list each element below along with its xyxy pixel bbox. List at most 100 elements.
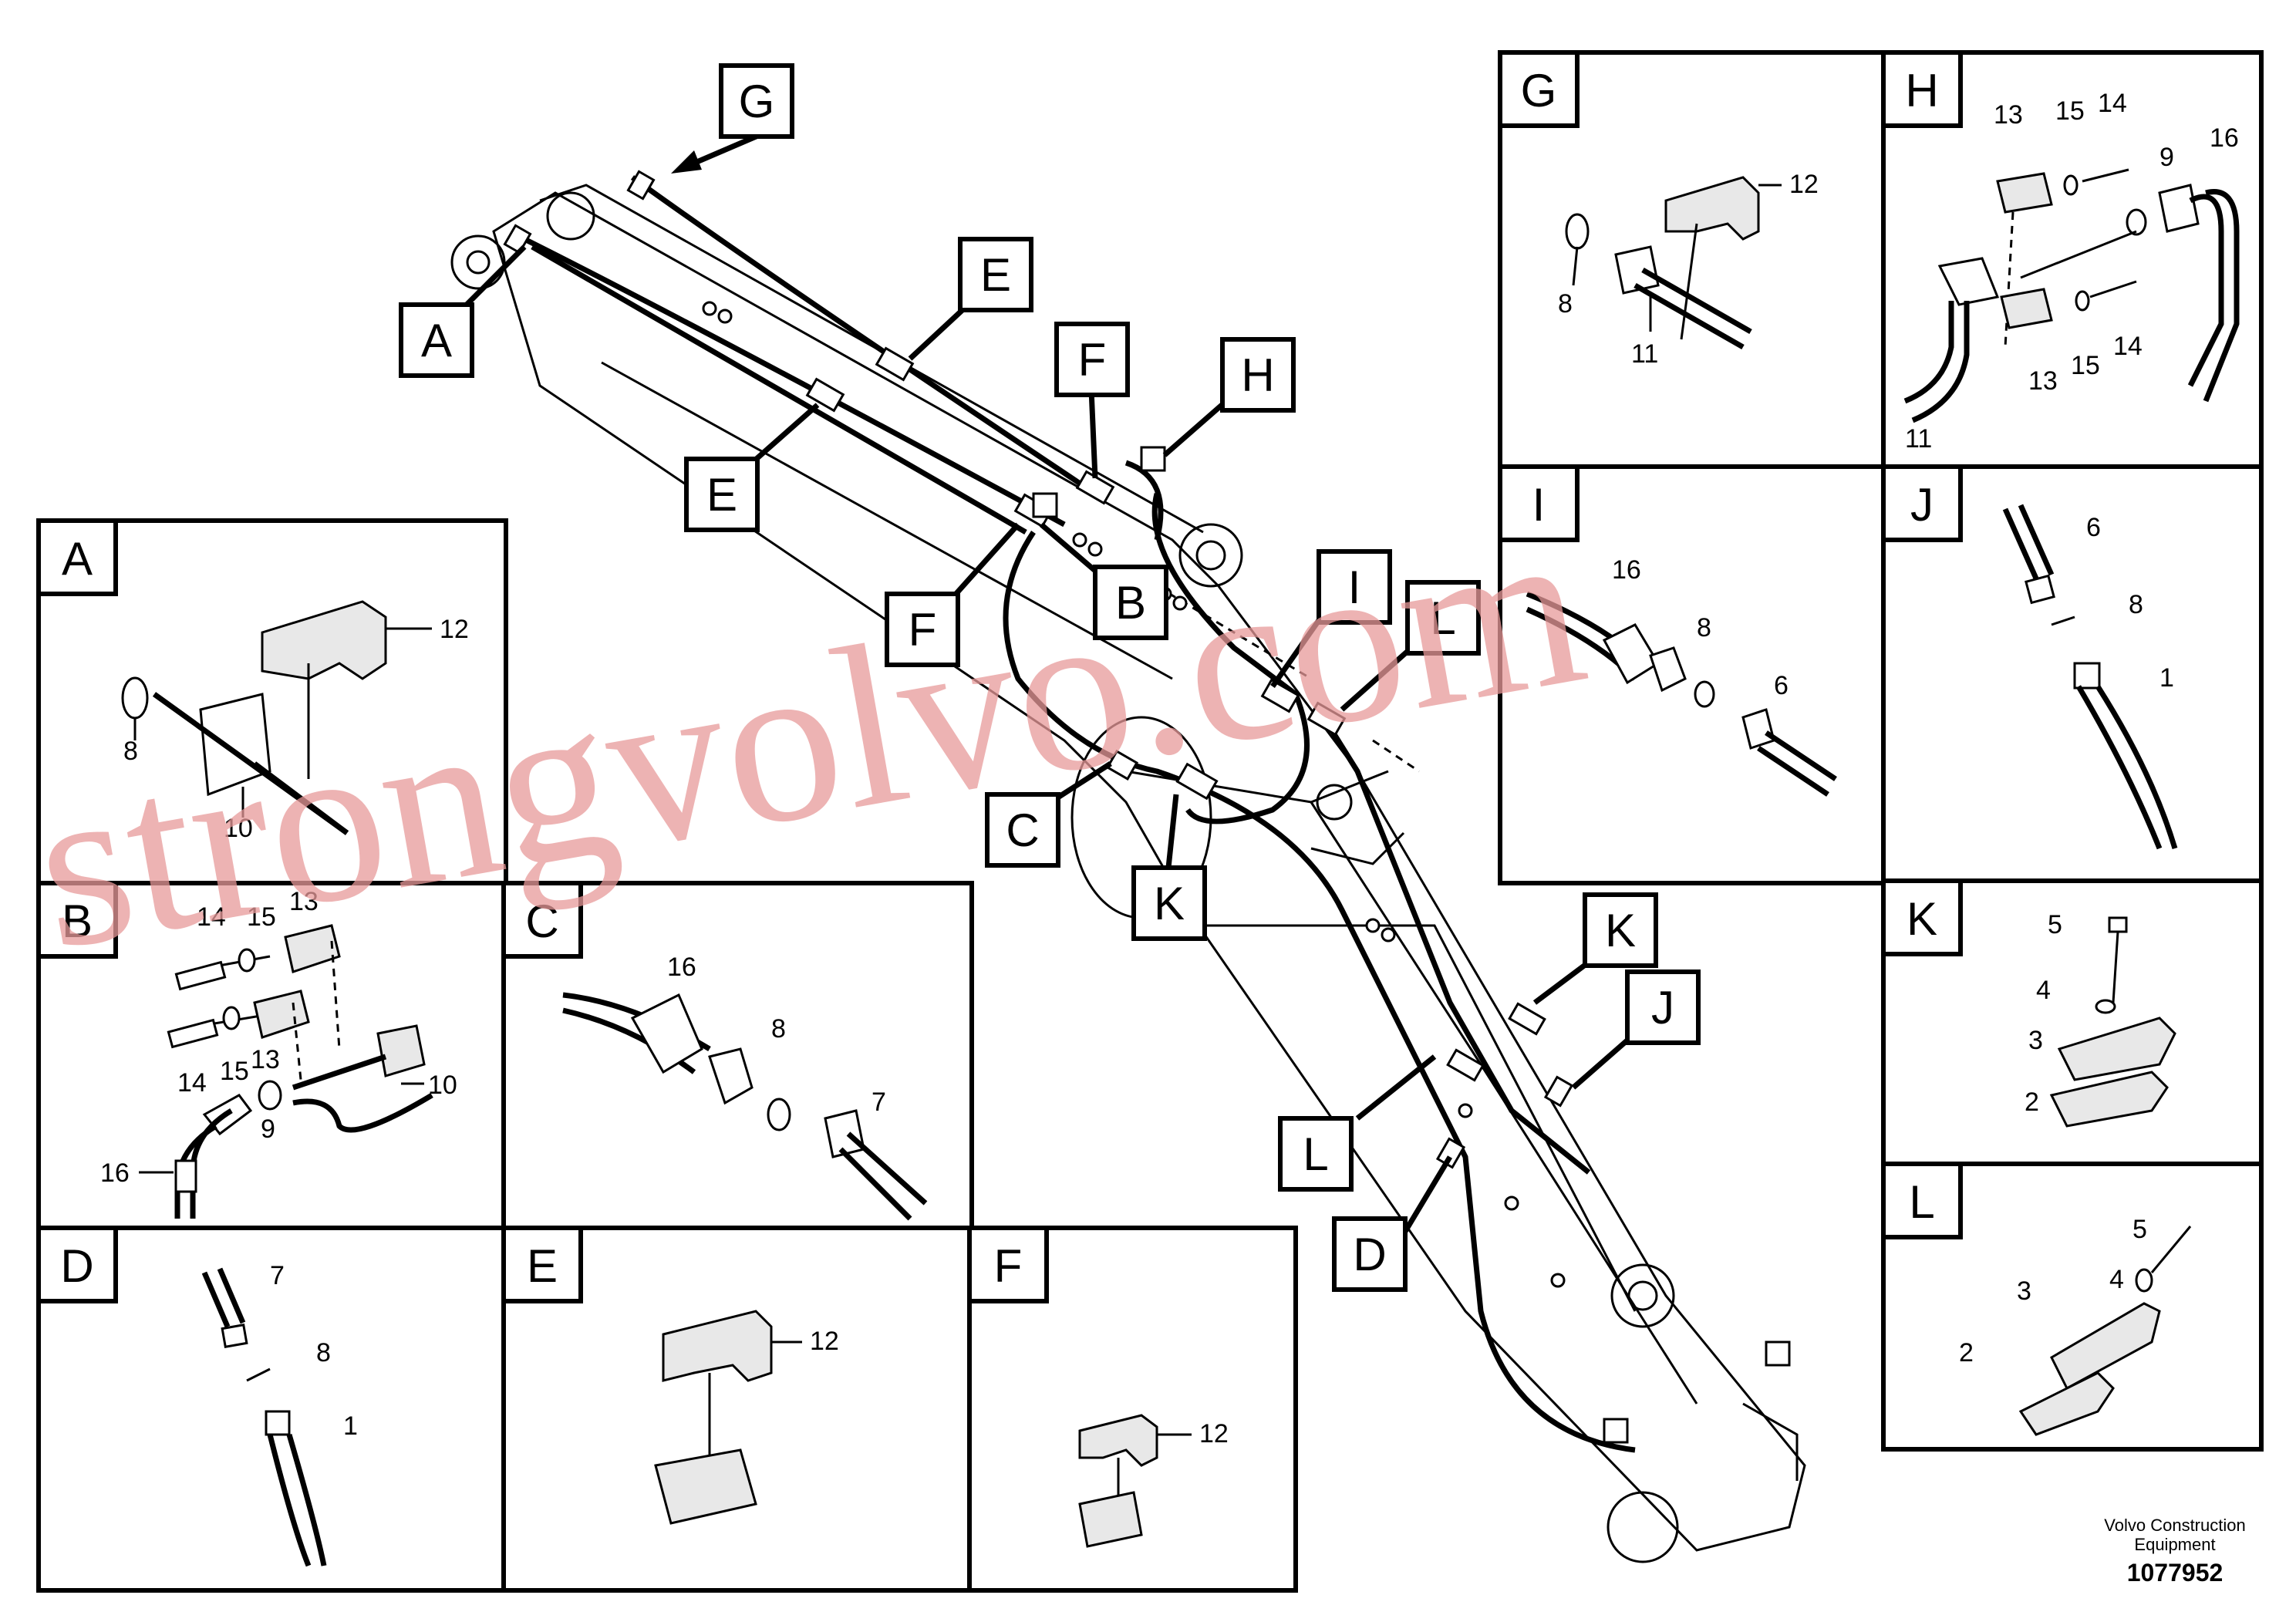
- panel-h-num-15a: 15: [2055, 96, 2085, 126]
- footer: Volvo Construction Equipment 1077952: [2104, 1516, 2245, 1587]
- callout-g[interactable]: G: [719, 63, 794, 139]
- company-line-2: Equipment: [2134, 1535, 2215, 1554]
- callout-h-label: H: [1241, 349, 1274, 401]
- panel-h[interactable]: H 13 15 14 9 16 11 13 15 14: [1881, 50, 2264, 471]
- callout-k-right[interactable]: K: [1583, 892, 1658, 968]
- panel-b-num-15b: 15: [220, 1057, 249, 1086]
- panel-c-num-7: 7: [872, 1088, 886, 1117]
- panel-j-title: J: [1910, 479, 1934, 531]
- panel-k-num-5: 5: [2048, 910, 2062, 939]
- panel-e-title: E: [527, 1240, 558, 1292]
- callout-a-label: A: [421, 315, 452, 366]
- callout-l-lower[interactable]: L: [1278, 1116, 1354, 1192]
- panel-h-num-13a: 13: [1994, 100, 2023, 130]
- panel-g-num-11: 11: [1631, 339, 1658, 369]
- panel-a-title: A: [62, 533, 93, 585]
- panel-l-num-2: 2: [1959, 1338, 1974, 1367]
- callout-l-upper-label: L: [1430, 592, 1455, 644]
- callout-d[interactable]: D: [1332, 1216, 1408, 1292]
- panel-h-num-11: 11: [1905, 424, 1932, 454]
- callout-i[interactable]: I: [1317, 549, 1392, 625]
- callout-a[interactable]: A: [399, 302, 474, 378]
- panel-h-num-14a: 14: [2098, 89, 2127, 118]
- panel-l[interactable]: L 5 4 3 2: [1881, 1162, 2264, 1452]
- callout-i-label: I: [1348, 561, 1361, 613]
- panel-l-num-3: 3: [2017, 1276, 2031, 1306]
- panel-h-num-14b: 14: [2113, 332, 2143, 361]
- panel-a-num-12: 12: [440, 615, 469, 644]
- callout-e-upper[interactable]: E: [958, 237, 1033, 312]
- panel-b-num-13b: 13: [251, 1045, 280, 1074]
- panel-j-num-6: 6: [2086, 513, 2101, 542]
- panel-i-num-8: 8: [1697, 613, 1711, 642]
- panel-f-num-12: 12: [1199, 1419, 1229, 1448]
- panel-b-num-16: 16: [100, 1158, 130, 1188]
- panel-d-title: D: [60, 1240, 93, 1292]
- panel-i[interactable]: I 16 8 6: [1498, 464, 1888, 885]
- panel-g-num-12: 12: [1789, 170, 1819, 199]
- panel-h-num-13b: 13: [2028, 366, 2058, 396]
- panel-l-title: L: [1909, 1176, 1934, 1228]
- panel-h-num-16: 16: [2210, 123, 2239, 153]
- callout-f-upper-label: F: [1078, 334, 1107, 386]
- panel-d-num-1: 1: [343, 1411, 358, 1441]
- panel-e[interactable]: E 12: [501, 1226, 974, 1593]
- panel-j-num-1: 1: [2159, 663, 2174, 693]
- panel-c-num-8: 8: [771, 1014, 786, 1044]
- panel-l-num-4: 4: [2109, 1265, 2124, 1294]
- callout-k-main[interactable]: K: [1131, 865, 1207, 941]
- panel-b-num-14a: 14: [197, 902, 226, 932]
- panel-f[interactable]: F 12: [967, 1226, 1298, 1593]
- callout-j-label: J: [1651, 982, 1674, 1034]
- panel-i-num-16: 16: [1612, 555, 1641, 585]
- panel-b-num-15a: 15: [247, 902, 276, 932]
- callout-h[interactable]: H: [1220, 337, 1296, 413]
- callout-k-main-label: K: [1154, 878, 1185, 929]
- panel-d[interactable]: D 7 8 1: [36, 1226, 508, 1593]
- callout-e-lower[interactable]: E: [684, 457, 760, 532]
- panel-f-title: F: [994, 1240, 1023, 1292]
- callout-b[interactable]: B: [1093, 565, 1168, 640]
- panel-g-num-8: 8: [1558, 289, 1573, 319]
- panel-c-title: C: [525, 895, 558, 947]
- panel-a-num-10: 10: [224, 814, 253, 843]
- callout-j[interactable]: J: [1625, 969, 1701, 1045]
- callout-l-upper[interactable]: L: [1405, 580, 1481, 656]
- panel-d-num-8: 8: [316, 1338, 331, 1367]
- callout-e-lower-label: E: [706, 469, 737, 521]
- callout-k-right-label: K: [1605, 905, 1636, 956]
- panel-k-num-4: 4: [2036, 976, 2051, 1005]
- panel-b-num-9: 9: [261, 1114, 275, 1144]
- callout-d-label: D: [1353, 1229, 1386, 1280]
- panel-d-num-7: 7: [270, 1261, 285, 1290]
- callout-f-lower[interactable]: F: [885, 592, 960, 667]
- callout-c-label: C: [1006, 804, 1039, 856]
- callout-l-lower-label: L: [1303, 1128, 1328, 1180]
- panel-e-num-12: 12: [810, 1327, 839, 1356]
- panel-c-num-16: 16: [667, 953, 696, 982]
- panel-j[interactable]: J 6 8 1: [1881, 464, 2264, 885]
- callout-g-label: G: [739, 76, 775, 127]
- callout-b-label: B: [1115, 577, 1146, 629]
- panel-k[interactable]: K 5 4 3 2: [1881, 878, 2264, 1168]
- panel-h-num-9: 9: [2159, 143, 2174, 172]
- panel-c[interactable]: C 16 8 7: [501, 881, 974, 1233]
- panel-i-num-6: 6: [1774, 671, 1789, 700]
- panel-a[interactable]: A 12 8 10: [36, 518, 508, 888]
- callout-f-upper[interactable]: F: [1054, 322, 1130, 397]
- panel-h-num-15b: 15: [2071, 351, 2100, 380]
- panel-b[interactable]: B 14 15 13 14 15 13 10 16 9: [36, 881, 508, 1233]
- panel-b-title: B: [62, 895, 93, 947]
- panel-k-num-2: 2: [2025, 1088, 2039, 1117]
- boom-illustration: [450, 170, 1806, 1563]
- panel-h-title: H: [1905, 65, 1938, 116]
- panel-j-num-8: 8: [2129, 590, 2143, 619]
- panel-g[interactable]: G 12 8 11: [1498, 50, 1888, 471]
- callout-c[interactable]: C: [985, 792, 1060, 868]
- main-callouts: G A E E F H: [399, 63, 1701, 1292]
- drawing-number: 1077952: [2127, 1559, 2224, 1587]
- company-line-1: Volvo Construction: [2104, 1516, 2245, 1535]
- panel-g-title: G: [1521, 65, 1557, 116]
- panel-k-num-3: 3: [2028, 1026, 2043, 1055]
